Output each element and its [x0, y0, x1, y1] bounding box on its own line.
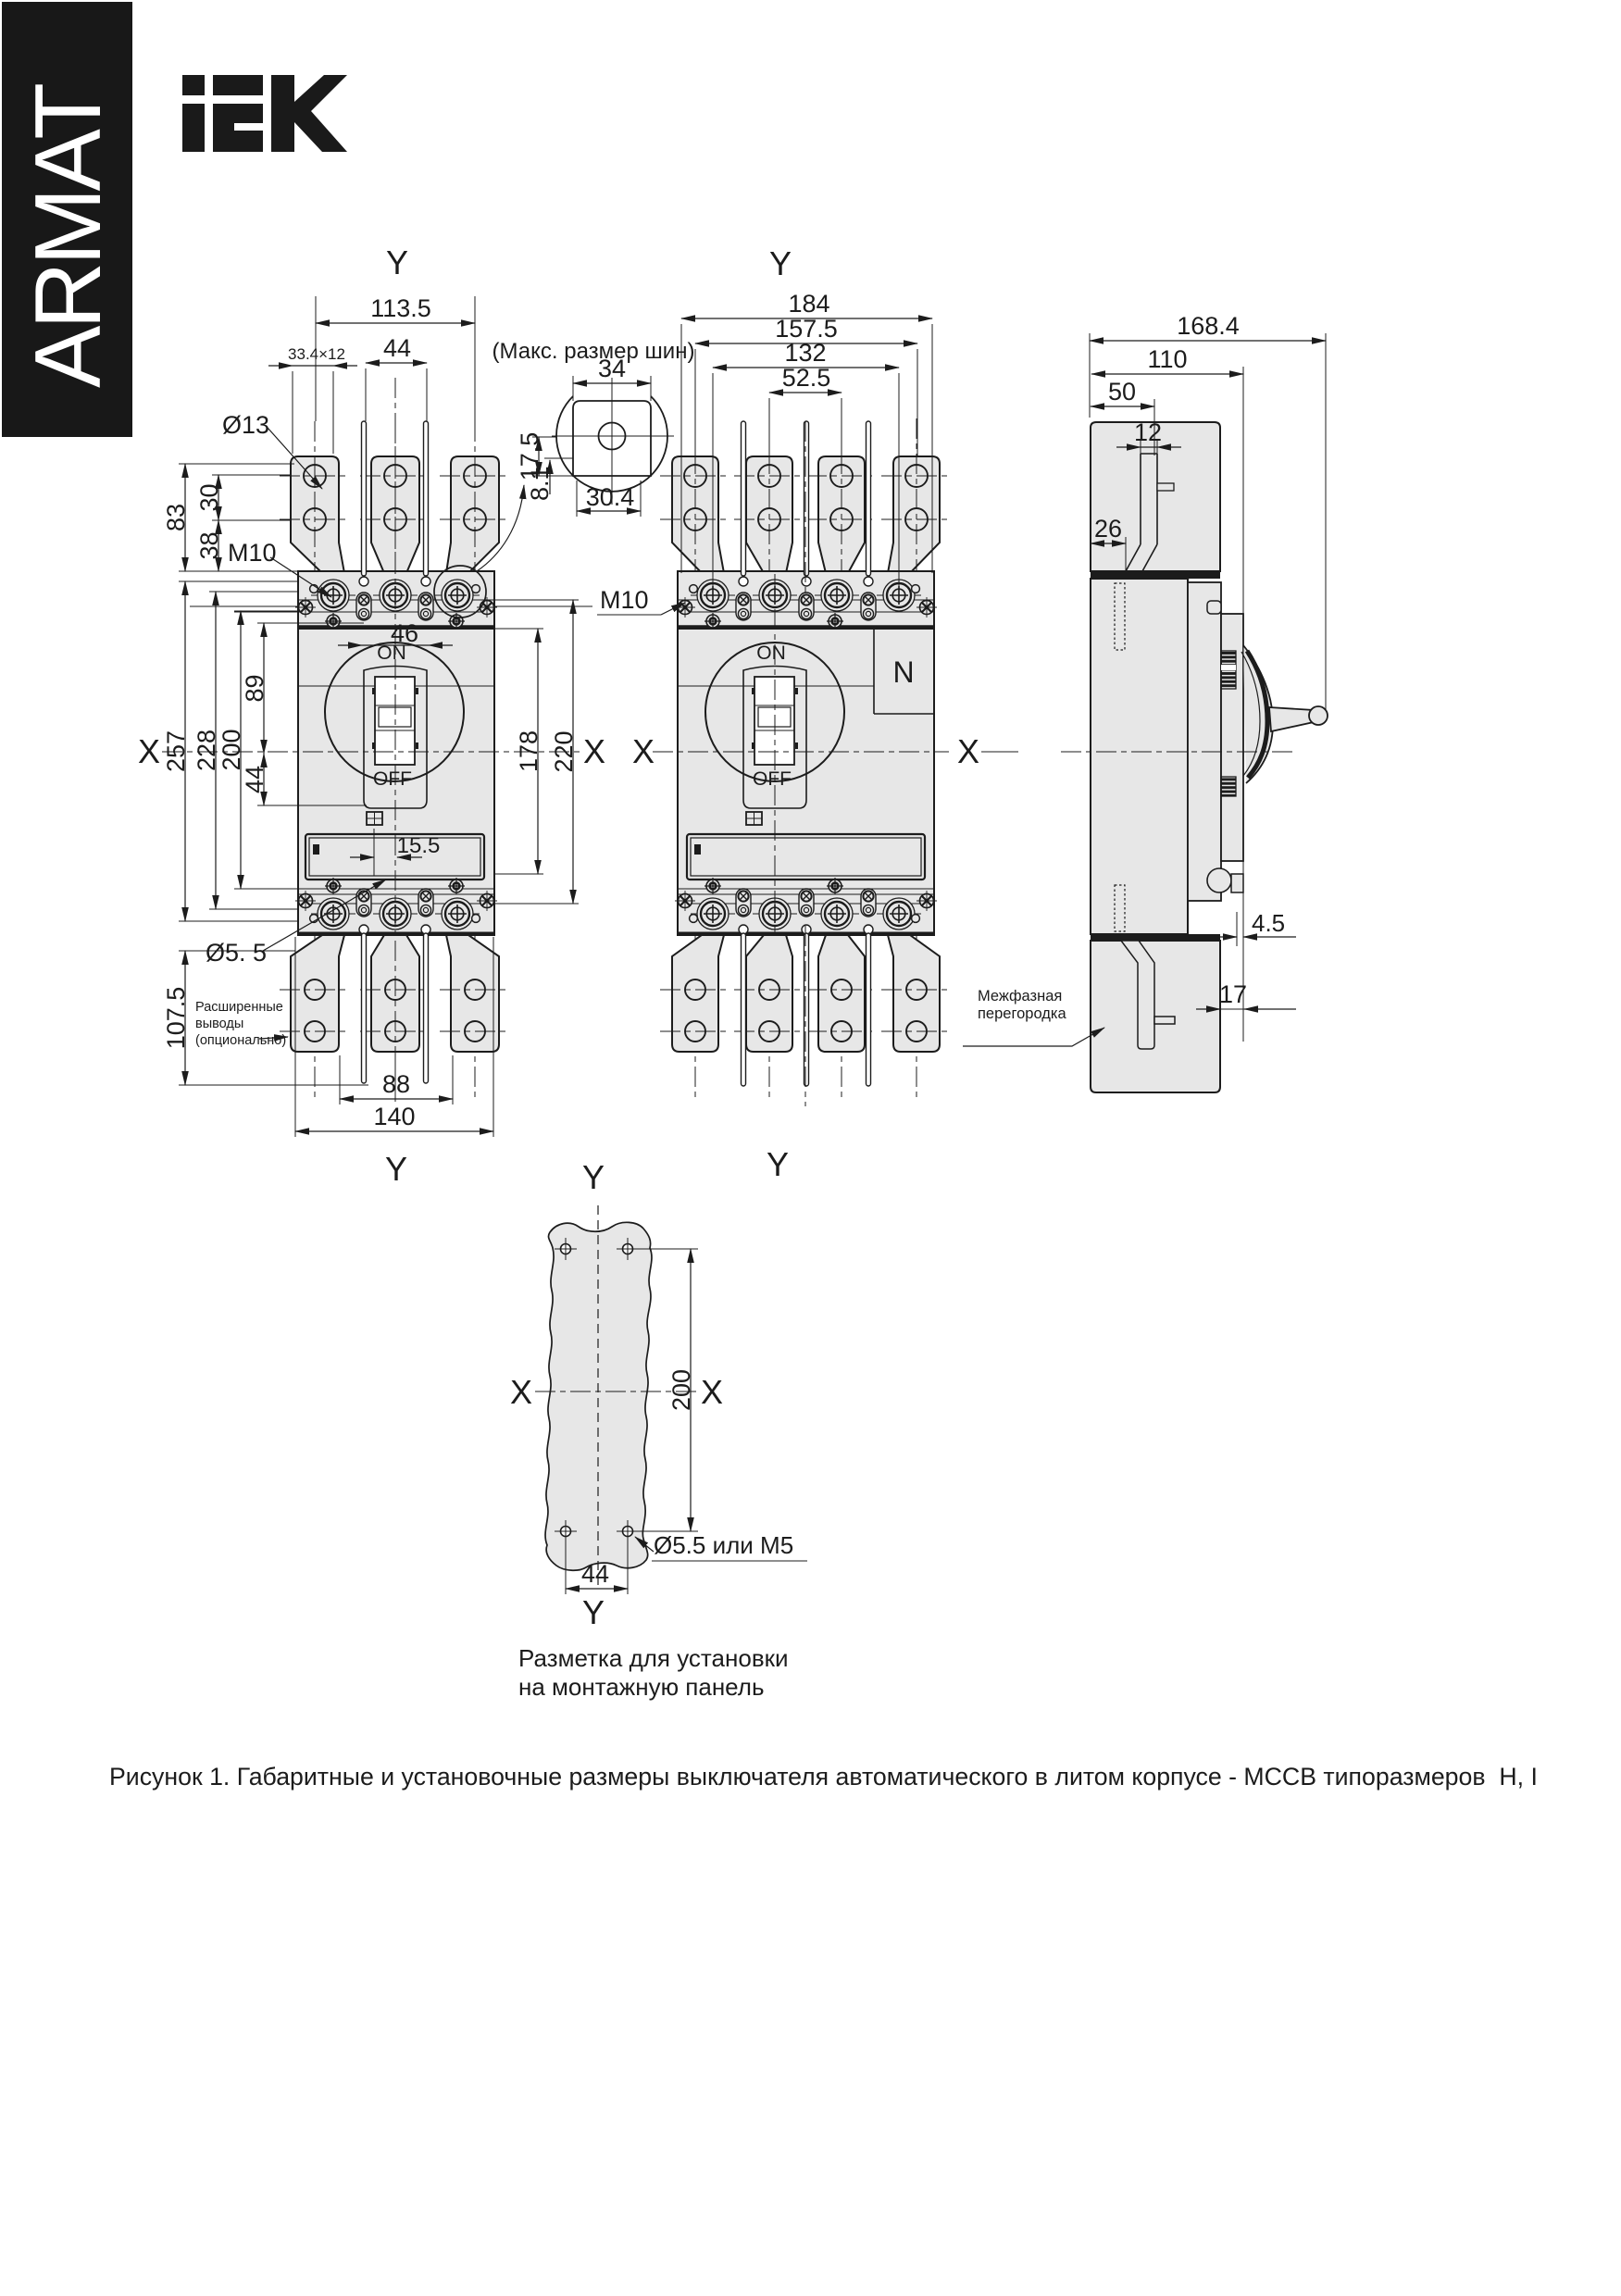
- svg-text:44: 44: [241, 766, 268, 793]
- svg-text:OFF: OFF: [753, 768, 792, 790]
- svg-text:OFF: OFF: [373, 768, 412, 790]
- svg-text:184: 184: [788, 290, 829, 318]
- svg-text:M10: M10: [600, 586, 649, 614]
- svg-text:Межфазная: Межфазная: [978, 988, 1062, 1004]
- svg-text:26: 26: [1094, 515, 1122, 543]
- svg-text:Y: Y: [767, 1145, 789, 1183]
- svg-text:44: 44: [581, 1560, 609, 1588]
- svg-text:ON: ON: [377, 643, 406, 664]
- svg-text:X: X: [138, 732, 160, 770]
- svg-text:44: 44: [383, 334, 411, 362]
- svg-text:178: 178: [515, 730, 542, 772]
- svg-text:17: 17: [1219, 980, 1247, 1008]
- svg-text:89: 89: [241, 674, 268, 702]
- svg-text:M10: M10: [228, 539, 277, 567]
- svg-text:168.4: 168.4: [1177, 312, 1240, 340]
- svg-text:38: 38: [195, 531, 223, 559]
- svg-text:257: 257: [162, 730, 190, 772]
- svg-text:Ø5. 5: Ø5. 5: [206, 939, 267, 967]
- svg-text:на монтажную панель: на монтажную панель: [518, 1673, 765, 1701]
- svg-text:17.5: 17.5: [516, 432, 543, 481]
- svg-text:Разметка для установки: Разметка для установки: [518, 1644, 789, 1672]
- svg-text:4.5: 4.5: [1252, 909, 1285, 937]
- svg-text:Y: Y: [385, 1150, 407, 1188]
- svg-text:132: 132: [784, 339, 826, 367]
- svg-text:Y: Y: [769, 244, 792, 282]
- svg-text:ARMAT: ARMAT: [17, 84, 120, 388]
- svg-text:110: 110: [1147, 345, 1187, 373]
- svg-text:Y: Y: [386, 243, 408, 281]
- svg-text:X: X: [632, 732, 655, 770]
- svg-text:Ø13: Ø13: [222, 411, 269, 439]
- svg-text:Расширенные: Расширенные: [195, 1000, 283, 1015]
- svg-text:12: 12: [1134, 418, 1162, 446]
- svg-text:46: 46: [391, 619, 418, 647]
- svg-text:34: 34: [598, 355, 626, 382]
- svg-text:N: N: [892, 655, 914, 689]
- svg-text:X: X: [957, 732, 979, 770]
- svg-text:83: 83: [162, 504, 190, 531]
- svg-text:140: 140: [373, 1103, 415, 1130]
- svg-text:8.1: 8.1: [526, 466, 554, 501]
- svg-text:(опционально): (опционально): [195, 1033, 286, 1048]
- svg-text:157.5: 157.5: [775, 315, 838, 343]
- svg-text:200: 200: [218, 729, 245, 770]
- svg-text:113.5: 113.5: [370, 294, 431, 322]
- svg-text:107.5: 107.5: [162, 987, 190, 1050]
- svg-text:50: 50: [1108, 378, 1136, 406]
- svg-text:X: X: [701, 1373, 723, 1411]
- svg-text:перегородка: перегородка: [978, 1005, 1066, 1022]
- svg-text:(Макс. размер шин): (Макс. размер шин): [493, 339, 695, 364]
- svg-text:выводы: выводы: [195, 1017, 243, 1031]
- svg-text:Ø5.5 или М5: Ø5.5 или М5: [654, 1531, 793, 1559]
- svg-text:30: 30: [195, 483, 223, 511]
- svg-text:X: X: [510, 1373, 532, 1411]
- svg-text:Рисунок 1. Габаритные и устано: Рисунок 1. Габаритные и установочные раз…: [109, 1763, 1538, 1791]
- svg-text:33.4×12: 33.4×12: [288, 345, 345, 363]
- svg-text:15.5: 15.5: [397, 833, 441, 858]
- svg-text:ON: ON: [756, 643, 786, 664]
- svg-text:88: 88: [382, 1070, 410, 1098]
- svg-text:Y: Y: [582, 1158, 605, 1196]
- svg-text:200: 200: [667, 1369, 695, 1411]
- svg-text:X: X: [583, 732, 605, 770]
- svg-text:Y: Y: [582, 1593, 605, 1631]
- svg-text:220: 220: [550, 730, 578, 772]
- svg-text:228: 228: [193, 730, 220, 771]
- svg-text:30.4: 30.4: [586, 483, 635, 511]
- svg-text:52.5: 52.5: [782, 364, 831, 392]
